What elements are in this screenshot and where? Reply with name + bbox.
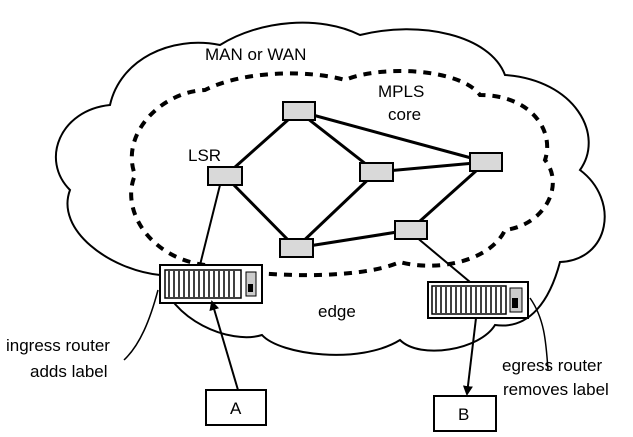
lsr-node bbox=[207, 166, 243, 186]
link-right-lowright bbox=[408, 160, 488, 232]
ingress-arrow bbox=[209, 300, 239, 391]
label-ingress-line2: adds label bbox=[30, 362, 108, 381]
label-core-line1: MPLS bbox=[378, 82, 424, 101]
link-mid-bottom bbox=[294, 170, 378, 250]
network-links bbox=[223, 109, 488, 250]
ingress-callout bbox=[123, 289, 159, 361]
host-a-box bbox=[205, 389, 267, 426]
lsr-node bbox=[279, 238, 314, 258]
label-ingress-line1: ingress router bbox=[6, 336, 110, 355]
link-mid-right bbox=[375, 160, 487, 174]
label-host-b: B bbox=[458, 405, 469, 424]
label-edge: edge bbox=[318, 302, 356, 321]
lsr-node bbox=[282, 101, 316, 121]
link-lsr-top bbox=[224, 109, 299, 178]
label-core-line2: core bbox=[388, 105, 421, 124]
label-network: MAN or WAN bbox=[205, 45, 306, 64]
link-top-right bbox=[297, 109, 487, 164]
label-egress-line2: removes label bbox=[503, 380, 609, 399]
label-lsr: LSR bbox=[188, 146, 221, 165]
lsr-nodes bbox=[207, 101, 503, 258]
label-host-a: A bbox=[230, 399, 242, 418]
link-lowright-egress bbox=[414, 235, 471, 283]
wan-cloud bbox=[54, 21, 606, 356]
host-b-box bbox=[433, 395, 497, 432]
lsr-node bbox=[469, 152, 503, 172]
lsr-node bbox=[359, 162, 394, 182]
link-bottom-lowright bbox=[295, 228, 411, 250]
link-top-mid bbox=[297, 109, 377, 174]
egress-arrow bbox=[462, 317, 477, 396]
mpls-core-boundary bbox=[129, 69, 555, 278]
egress-router bbox=[427, 281, 529, 319]
link-lsr-bottom bbox=[223, 174, 298, 250]
egress-callout bbox=[529, 297, 549, 371]
label-egress-line1: egress router bbox=[502, 356, 602, 375]
ingress-router bbox=[159, 264, 263, 304]
link-lsr-ingress bbox=[199, 184, 221, 266]
lsr-node bbox=[394, 220, 428, 240]
